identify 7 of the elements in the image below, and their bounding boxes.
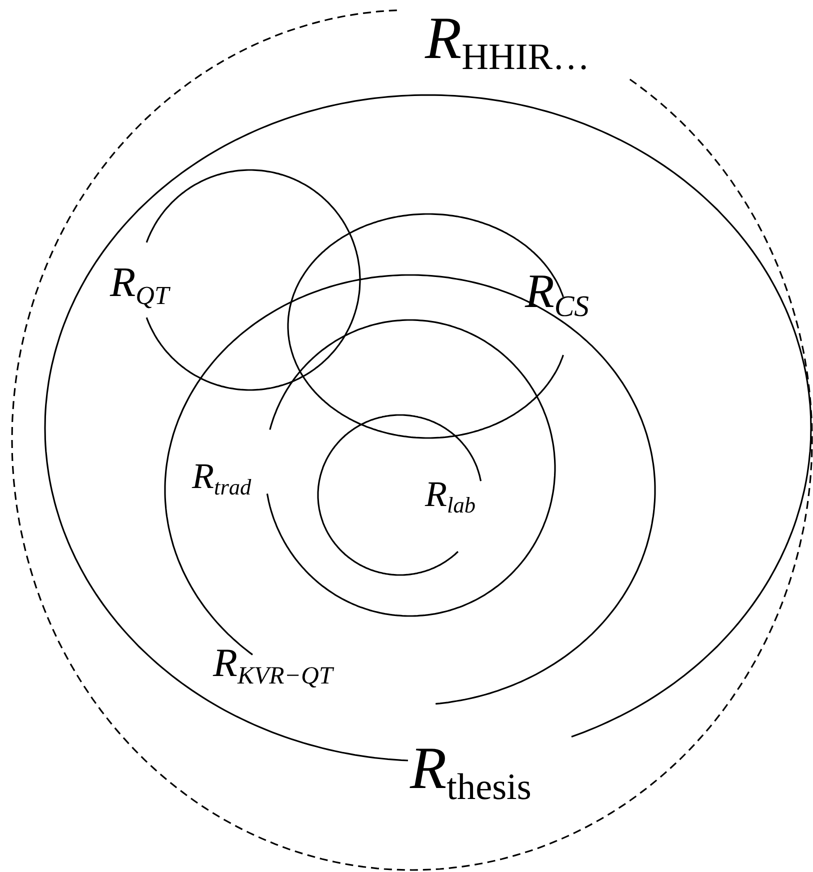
set-label: R$_{KVR−QT}$ (213, 643, 333, 690)
set-label: R$_{CS}$ (525, 268, 590, 322)
set-label: R$_{trad}$ (192, 458, 252, 499)
set-label: R$_{QT}$ (110, 262, 169, 309)
set-label: R$_{HHIR…}$ (425, 8, 590, 76)
set-label: R$_{thesis}$ (410, 738, 532, 806)
set-label: R$_{lab}$ (425, 476, 476, 517)
